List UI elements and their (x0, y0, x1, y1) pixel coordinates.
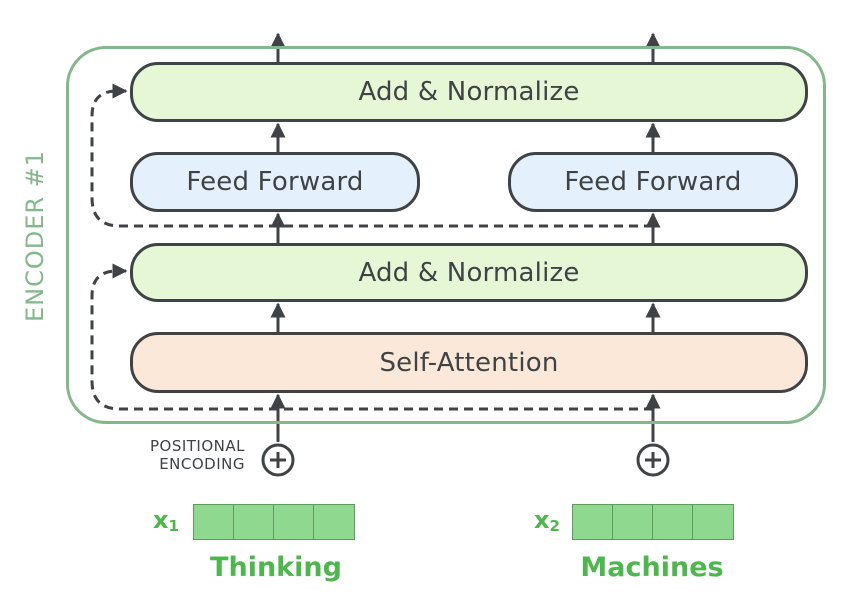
add-normalize-top-label: Add & Normalize (358, 77, 580, 107)
residual-connection-bottom (90, 263, 653, 411)
vector-cell (573, 505, 613, 539)
vector-cell (234, 505, 274, 539)
plus-circle-icon (261, 443, 295, 477)
vector-cell (314, 505, 354, 539)
embedding-vector-x1 (193, 504, 355, 540)
vector-cell (274, 505, 314, 539)
vector-cell (613, 505, 653, 539)
input-word-thinking: Thinking (210, 552, 342, 583)
vector-cell (693, 505, 733, 539)
vector-cell (653, 505, 693, 539)
input-variable-x2: x2 (534, 506, 560, 535)
positional-encoding-label: POSITIONAL ENCODING (150, 437, 245, 473)
feed-forward-right-label: Feed Forward (564, 167, 742, 197)
vector-cell (194, 505, 234, 539)
add-normalize-bottom-box: Add & Normalize (130, 243, 808, 302)
input-word-machines: Machines (580, 552, 724, 583)
plus-circle-icon (636, 443, 670, 477)
feed-forward-left-box: Feed Forward (130, 152, 420, 212)
encoder-frame (66, 46, 826, 424)
positional-encoding-line1: POSITIONAL (149, 437, 245, 455)
self-attention-label: Self-Attention (379, 347, 559, 378)
add-normalize-bottom-label: Add & Normalize (358, 257, 580, 288)
embedding-vector-x2 (572, 504, 734, 540)
feed-forward-right-box: Feed Forward (508, 152, 798, 212)
self-attention-box: Self-Attention (130, 332, 808, 393)
input-variable-x1: x1 (153, 506, 179, 535)
encoder-label: ENCODER #1 (21, 149, 49, 323)
positional-encoding-line2: ENCODING (159, 455, 245, 473)
feed-forward-left-label: Feed Forward (186, 167, 364, 197)
residual-connection-top (90, 83, 653, 228)
add-normalize-top-box: Add & Normalize (130, 62, 808, 122)
